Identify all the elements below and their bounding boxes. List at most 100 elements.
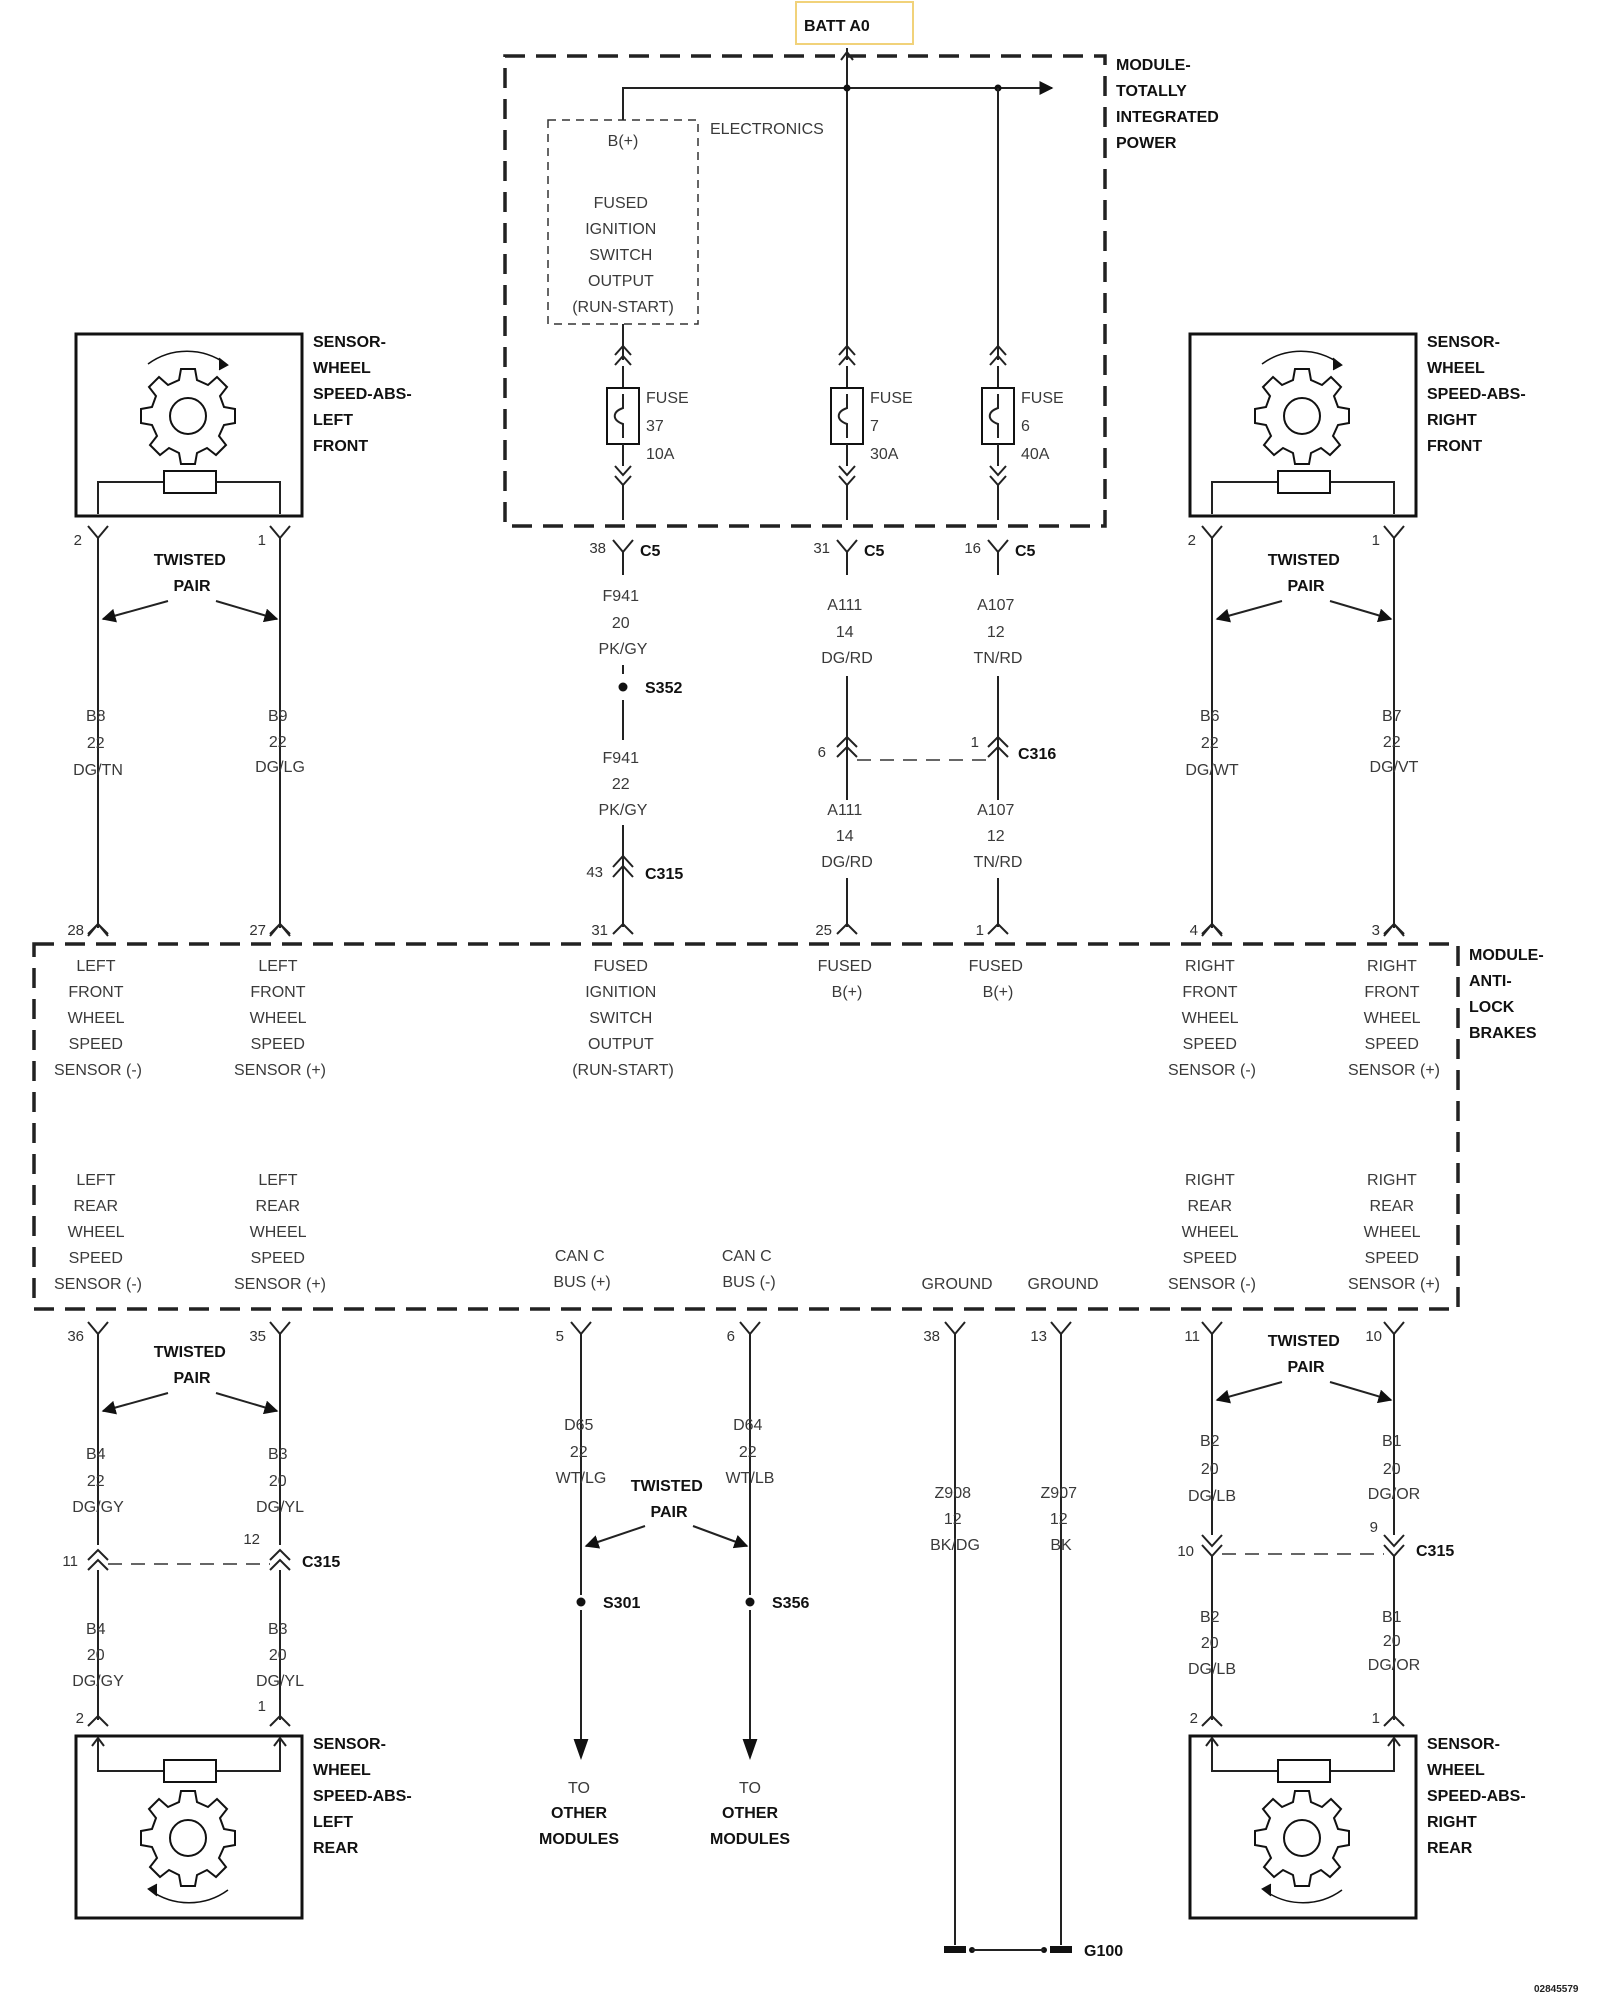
c5-pin: 16 [964, 540, 981, 557]
wire-b9 [269, 525, 291, 937]
abs-term-ground-1: GROUND [921, 1276, 992, 1293]
wire-z907-label: Z907 12 BK [1041, 1485, 1082, 1554]
splice-s356-label: S356 [772, 1595, 809, 1612]
abs-pin: 10 [1365, 1328, 1382, 1345]
bus-junction [843, 84, 851, 92]
abs-top-pins [87, 922, 1405, 935]
c315-label: C315 [1416, 1543, 1454, 1560]
to-label: TO [739, 1780, 761, 1797]
fuse-37-label: FUSE 37 10A [646, 390, 693, 463]
wire-b2 [1201, 1334, 1223, 1720]
c316-terminal [987, 735, 1009, 758]
wire-b3 [269, 1334, 291, 1720]
sensor-left-rear [74, 1734, 304, 1920]
wire-b2-label: B2 20 DG/LB [1188, 1609, 1236, 1678]
twisted-pair-arrow [215, 1392, 279, 1415]
abs-pin: 1 [976, 922, 984, 939]
c315-pin: 10 [1177, 1543, 1194, 1560]
c315-label: C315 [645, 866, 683, 883]
abs-pin: 27 [249, 922, 266, 939]
wire-b1 [1383, 1334, 1405, 1720]
wire-a111-label: A111 14 DG/RD [821, 802, 873, 871]
wire-b6-label: B6 22 DG/WT [1185, 708, 1239, 779]
abs-term-rf-plus: RIGHT FRONT WHEEL SPEED SENSOR (+) [1348, 958, 1440, 1079]
batt-label: BATT A0 [804, 18, 870, 35]
c316-pin: 6 [818, 744, 826, 761]
wire-b1-label: B1 20 DG/OR [1368, 1433, 1420, 1503]
sensor-lf-pin: 2 [74, 532, 82, 549]
fuse-6-label: FUSE 6 40A [1021, 390, 1068, 463]
abs-pin: 11 [1184, 1328, 1200, 1345]
sensor-rr-pin: 2 [1190, 1710, 1198, 1727]
abs-pin: 4 [1190, 922, 1198, 939]
abs-term-bplus-2: FUSED B(+) [969, 958, 1028, 1001]
abs-pin: 13 [1030, 1328, 1047, 1345]
fuse-6 [981, 344, 1015, 520]
c315-pin: 9 [1370, 1519, 1378, 1536]
ground-g100-label: G100 [1084, 1943, 1123, 1960]
other-label: OTHER [551, 1805, 607, 1822]
abs-pin: 6 [727, 1328, 735, 1345]
abs-pin: 3 [1372, 922, 1380, 939]
wire-a107-label: A107 12 TN/RD [974, 597, 1023, 667]
c5-terminal-16 [987, 539, 1009, 575]
splice-s301 [576, 1597, 586, 1607]
wire-b9-label: B9 22 DG/LG [255, 708, 305, 776]
twisted-pair-arrow [1215, 1381, 1283, 1404]
abs-term-rr-minus: RIGHT REAR WHEEL SPEED SENSOR (-) [1168, 1172, 1256, 1293]
abs-term-can-minus: CAN C BUS (-) [722, 1248, 776, 1291]
c5-terminal-38 [612, 539, 634, 575]
twisted-pair-label: TWISTED PAIR [631, 1478, 707, 1521]
sensor-left-front [74, 332, 304, 518]
sensor-rf-pin: 1 [1372, 532, 1380, 549]
c315-pin: 12 [243, 1531, 260, 1548]
tipm-ign-output-label: FUSED IGNITION SWITCH OUTPUT (RUN-START) [572, 195, 674, 316]
wire-internal-bus [622, 81, 1054, 120]
modules-label: MODULES [539, 1831, 619, 1848]
abs-pin: 28 [67, 922, 84, 939]
c316-terminal [836, 735, 858, 758]
wire-b2-label: B2 20 DG/LB [1188, 1433, 1236, 1505]
wire-b4-label: B4 20 DG/GY [72, 1621, 124, 1690]
sensor-left-front-label: SENSOR- WHEEL SPEED-ABS- LEFT FRONT [313, 334, 416, 455]
c5-pin: 31 [813, 540, 830, 557]
c316-pin: 1 [971, 734, 979, 751]
sensor-right-front-label: SENSOR- WHEEL SPEED-ABS- RIGHT FRONT [1427, 334, 1530, 455]
c5-label: C5 [640, 543, 661, 560]
electronics-label: ELECTRONICS [710, 121, 824, 138]
sensor-right-front [1188, 332, 1418, 518]
to-label: TO [568, 1780, 590, 1797]
sensor-lr-pin: 1 [258, 1698, 266, 1715]
twisted-pair-label: TWISTED PAIR [1268, 552, 1344, 595]
twisted-pair-label: TWISTED PAIR [1268, 1333, 1344, 1376]
wire-b4 [87, 1334, 109, 1720]
abs-term-lr-minus: LEFT REAR WHEEL SPEED SENSOR (-) [54, 1172, 142, 1293]
down-arrow-icon [573, 1739, 589, 1761]
other-label: OTHER [722, 1805, 778, 1822]
abs-term-ign: FUSED IGNITION SWITCH OUTPUT (RUN-START) [572, 958, 674, 1079]
abs-pin: 35 [249, 1328, 266, 1345]
c5-terminal-31 [836, 539, 858, 575]
wire-b3-label: B3 20 DG/YL [256, 1446, 304, 1516]
wire-d64-label: D64 22 WT/LB [726, 1417, 775, 1487]
splice-s352-label: S352 [645, 680, 682, 697]
sensor-lf-pin: 1 [258, 532, 266, 549]
wire-f941-c315 [612, 825, 634, 927]
rear-sensor-pins [87, 1714, 1405, 1727]
splice-s356 [745, 1597, 755, 1607]
abs-term-lr-plus: LEFT REAR WHEEL SPEED SENSOR (+) [234, 1172, 326, 1293]
sensor-lr-pin: 2 [76, 1710, 84, 1727]
fuse-7 [830, 344, 864, 520]
sensor-rf-pin: 2 [1188, 532, 1196, 549]
abs-term-lf-plus: LEFT FRONT WHEEL SPEED SENSOR (+) [234, 958, 326, 1079]
batt-box [795, 1, 914, 45]
batt-feed-arrow [840, 50, 854, 61]
c5-label: C5 [864, 543, 885, 560]
c5-label: C5 [1015, 543, 1036, 560]
c5-pin: 38 [589, 540, 606, 557]
splice-s352 [618, 682, 628, 692]
tipm-title: MODULE- TOTALLY INTEGRATED POWER [1116, 57, 1223, 152]
wire-b1-label: B1 20 DG/OR [1368, 1609, 1420, 1674]
